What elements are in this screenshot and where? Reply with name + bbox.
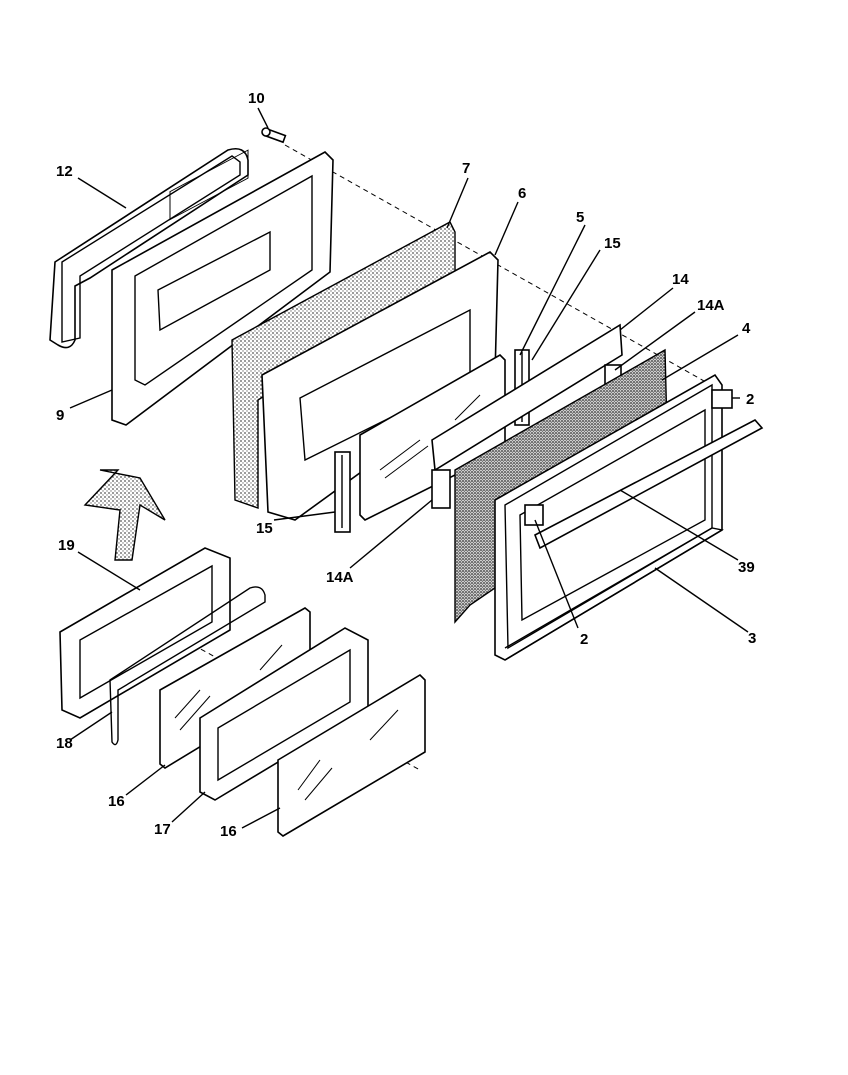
label-2-bottom: 2: [580, 631, 588, 648]
label-15-bottom: 15: [256, 520, 273, 537]
clip-part-14A-left: [431, 469, 451, 509]
label-16-upper: 16: [108, 793, 125, 810]
label-12: 12: [56, 163, 73, 180]
gasket-part-12: [49, 147, 249, 349]
label-19: 19: [58, 537, 75, 554]
label-16-lower: 16: [220, 823, 237, 840]
label-39: 39: [738, 559, 755, 576]
shield-part-14: [431, 323, 623, 472]
gasket-part-18: [109, 586, 266, 746]
handle-bracket-part-2-top: [711, 389, 733, 409]
label-6: 6: [518, 185, 526, 202]
screw-part-10: [261, 127, 287, 144]
label-14A-bottom: 14A: [326, 569, 354, 586]
glass-part-16-lower: [277, 673, 426, 837]
label-5: 5: [576, 209, 584, 226]
label-14: 14: [672, 271, 689, 288]
leader-lines: [69, 107, 749, 829]
handle-bar-part-39: [533, 418, 764, 550]
hinge-channel-part-15-left: [334, 451, 351, 533]
label-10: 10: [248, 90, 265, 107]
direction-arrow-icon: [83, 469, 166, 561]
label-9: 9: [56, 407, 64, 424]
trim-frame-part-19: [59, 547, 231, 719]
front-frame-part-3: [494, 373, 724, 661]
handle-bracket-part-2-bottom: [524, 504, 544, 526]
label-4: 4: [742, 320, 751, 337]
label-7: 7: [462, 160, 470, 177]
label-3: 3: [748, 630, 756, 647]
label-2-top: 2: [746, 391, 754, 408]
label-18: 18: [56, 735, 73, 752]
label-17: 17: [154, 821, 171, 838]
label-14A-top: 14A: [697, 297, 725, 314]
outer-door-frame-part-9: [111, 149, 334, 426]
label-15-top: 15: [604, 235, 621, 252]
